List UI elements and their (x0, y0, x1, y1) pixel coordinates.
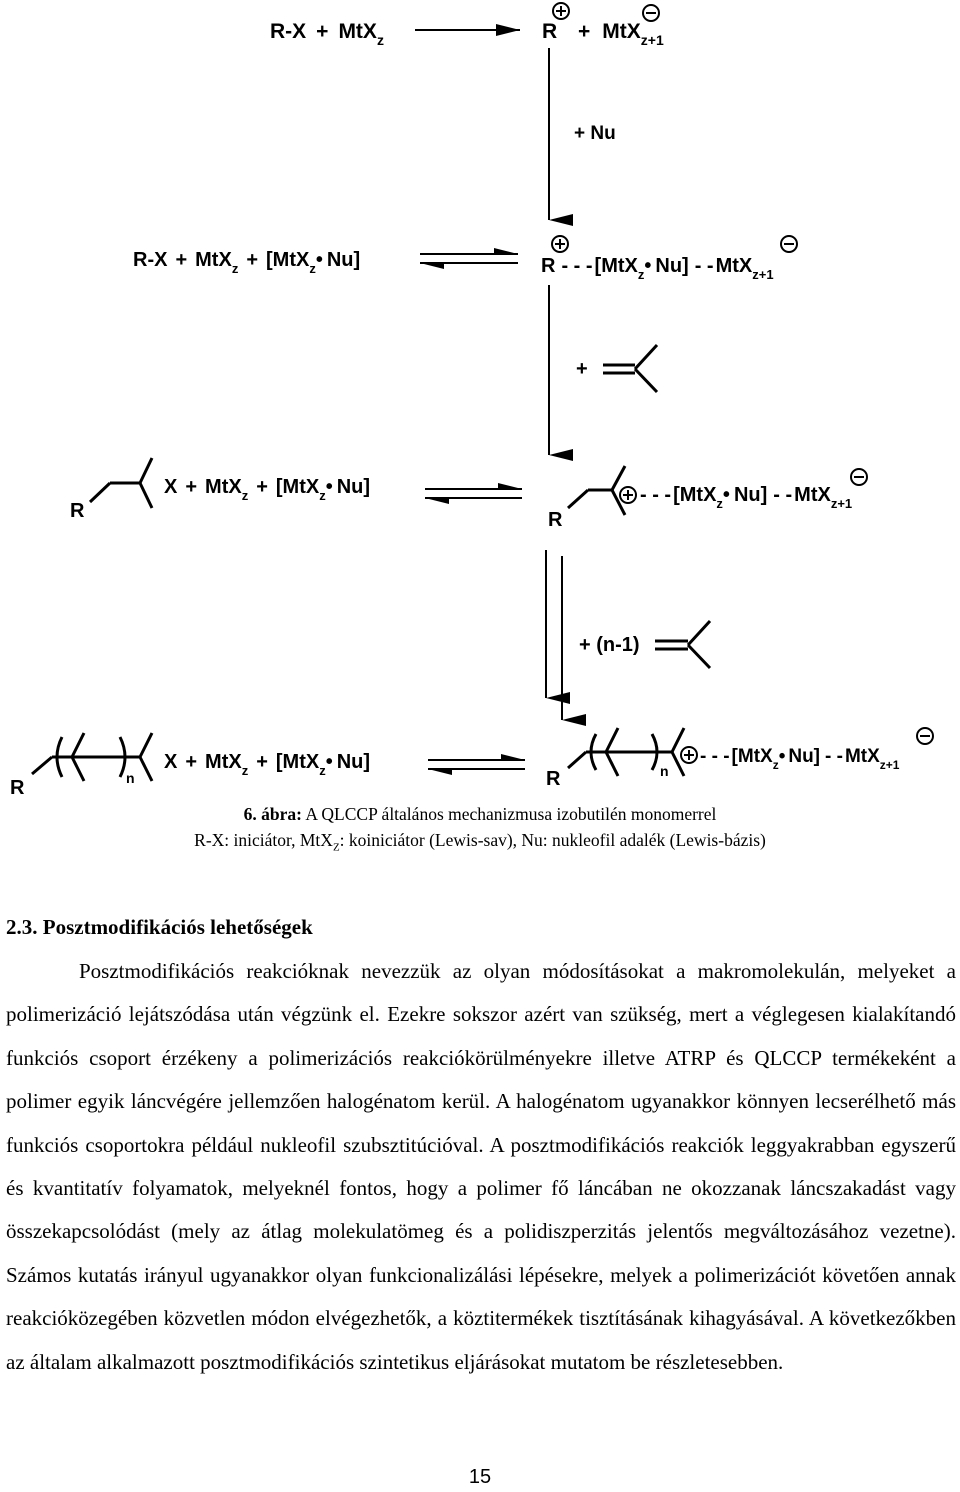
anion-charge-icon (780, 235, 798, 253)
row2-reactants: R-X+MtXz+[MtXz•Nu] (133, 249, 360, 276)
svg-text:+MtXz+1: +MtXz+1 (578, 20, 664, 48)
isobutylene-structure (655, 619, 712, 670)
equilibrium-arrows-3 (425, 483, 522, 504)
figure-caption-line2: R-X: iniciátor, MtXZ: koiniciátor (Lewis… (120, 828, 840, 860)
svg-text:R-X+MtXz+[MtXz•Nu]: R-X+MtXz+[MtXz•Nu] (133, 249, 360, 276)
cation-charge-icon (551, 235, 569, 253)
figure-caption-line1: 6. ábra: A QLCCP általános mechanizmusa … (120, 802, 840, 826)
row3-reactant-chain (88, 457, 154, 509)
svg-text:- - -[MtXz•Nu]- -MtXz+1: - - -[MtXz•Nu]- -MtXz+1 (640, 484, 852, 511)
svg-text:R: R (542, 20, 557, 43)
arrowhead-1 (496, 24, 520, 36)
cation-charge-icon (680, 746, 698, 764)
reaction-scheme: R-X+MtXz R +MtXz+1 + Nu R-X+MtXz+[MtXz•N… (10, 2, 934, 799)
row4-left-n: n (126, 770, 135, 786)
equilibrium-arrows-2 (420, 248, 518, 269)
caption-text-1: A QLCCP általános mechanizmusa izobutilé… (305, 804, 717, 824)
svg-text:- - -[MtXz•Nu]- -MtXz+1: - - -[MtXz•Nu]- -MtXz+1 (700, 746, 900, 772)
svg-text:R-X+MtXz: R-X+MtXz (270, 20, 384, 48)
caption-text-2a: R-X: iniciátor, MtX (194, 830, 333, 850)
svg-text:X+MtXz+[MtXz•Nu]: X+MtXz+[MtXz•Nu] (164, 476, 370, 503)
row1-products: R +MtXz+1 (542, 2, 664, 48)
equilibrium-arrows-4 (428, 754, 525, 775)
anion-charge-icon (850, 468, 868, 486)
section-paragraph: Posztmodifikációs reakcióknak nevezzük a… (6, 959, 956, 1374)
isobutylene-structure (603, 343, 659, 394)
row3-products: - - -[MtXz•Nu]- -MtXz+1 (640, 468, 868, 511)
row3-reactants: X+MtXz+[MtXz•Nu] (164, 476, 370, 503)
row2-products: R- - -[MtXz•Nu]- -MtXz+1 (541, 235, 798, 282)
row1-reactants: R-X+MtXz (270, 20, 384, 48)
reagent-nu: + Nu (574, 123, 616, 144)
row4-left-r: R (10, 777, 25, 799)
row4-reactants: X+MtXz+[MtXz•Nu] (164, 751, 370, 778)
page-number: 15 (468, 1466, 492, 1488)
row4-right-n: n (660, 763, 669, 779)
caption-text-2b: : koiniciátor (Lewis-sav), Nu: nukleofil… (339, 830, 766, 850)
cation-charge-icon (619, 486, 637, 504)
row3-product-chain (566, 465, 627, 516)
reagent-n-minus-1: + (n-1) (579, 634, 640, 656)
cation-charge-icon (552, 2, 570, 20)
row3-left-r: R (70, 500, 85, 522)
section-heading: 2.3. Posztmodifikációs lehetőségek (6, 915, 313, 939)
anion-charge-icon (642, 4, 660, 22)
caption-subscript: Z (332, 841, 340, 854)
row4-reactant-polymer (31, 732, 154, 782)
anion-charge-icon (916, 727, 934, 745)
row4-products: - - -[MtXz•Nu]- -MtXz+1 (700, 727, 934, 772)
reagent-plus: + (576, 358, 588, 380)
row4-product-polymer (567, 727, 686, 777)
row4-right-r: R (546, 768, 561, 790)
row3-right-r: R (548, 509, 563, 531)
svg-text:R- - -[MtXz•Nu]- -MtXz+1: R- - -[MtXz•Nu]- -MtXz+1 (541, 255, 774, 282)
svg-text:X+MtXz+[MtXz•Nu]: X+MtXz+[MtXz•Nu] (164, 751, 370, 778)
figure-label: 6. ábra: (243, 804, 302, 824)
